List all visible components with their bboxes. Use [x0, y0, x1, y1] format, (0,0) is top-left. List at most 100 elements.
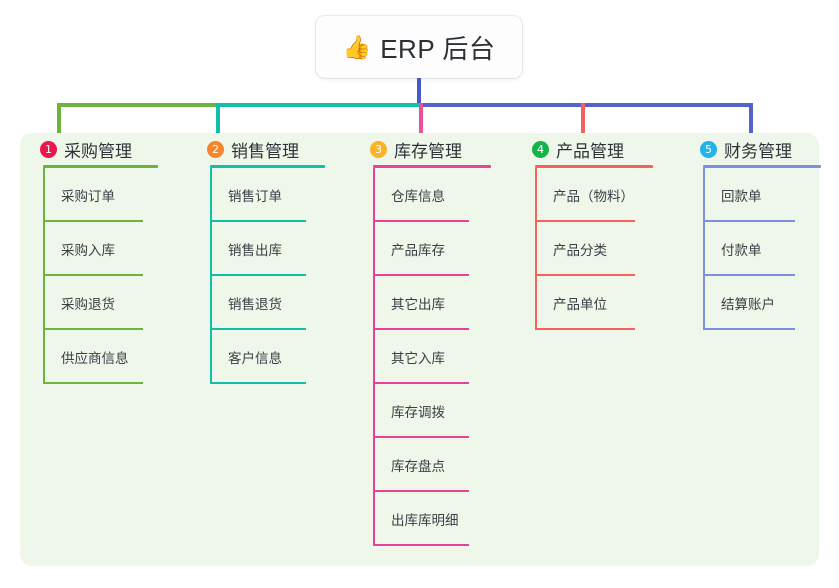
list-item-label: 产品（物料） [553, 189, 634, 204]
list-item[interactable]: 供应商信息 [30, 330, 158, 384]
column-title: 采购管理 [64, 141, 132, 161]
column-header-rule [210, 165, 325, 168]
list-item-rule [703, 328, 795, 330]
list-item-label: 库存调拨 [391, 405, 445, 420]
column-财务管理: 5 财务管理回款单付款单结算账户 [690, 133, 821, 330]
column-header-rule [43, 165, 158, 168]
list-item-rule [535, 328, 635, 330]
list-item[interactable]: 产品单位 [522, 276, 653, 330]
list-item[interactable]: 采购入库 [30, 222, 158, 276]
list-item[interactable]: 仓库信息 [360, 168, 491, 222]
column-header-3[interactable]: 3 库存管理 [360, 133, 491, 165]
list-item[interactable]: 其它入库 [360, 330, 491, 384]
list-item[interactable]: 采购退货 [30, 276, 158, 330]
list-item[interactable]: 销售出库 [197, 222, 325, 276]
column-spine [535, 168, 537, 330]
column-库存管理: 3 库存管理仓库信息产品库存其它出库其它入库库存调拨库存盘点出库库明细 [360, 133, 491, 546]
list-item-rule [373, 220, 469, 222]
column-title: 销售管理 [231, 141, 299, 161]
list-item-label: 仓库信息 [391, 189, 445, 204]
list-item-label: 销售订单 [228, 189, 282, 204]
list-item[interactable]: 采购订单 [30, 168, 158, 222]
column-header-1[interactable]: 1 采购管理 [30, 133, 158, 165]
list-item[interactable]: 销售退货 [197, 276, 325, 330]
list-item[interactable]: 结算账户 [690, 276, 821, 330]
connector-drop-4 [581, 103, 585, 147]
column-header-2[interactable]: 2 销售管理 [197, 133, 325, 165]
column-number-badge: 1 [40, 140, 57, 158]
list-item-label: 销售出库 [228, 243, 282, 258]
list-item-label: 结算账户 [721, 297, 775, 312]
connector-drop-1 [57, 103, 61, 147]
column-产品管理: 4 产品管理产品（物料） 产品分类产品单位 [522, 133, 653, 330]
connector-corner-right [741, 103, 753, 107]
list-item-label: 销售退货 [228, 297, 282, 312]
column-spine [43, 168, 45, 384]
connector-bar-green [57, 103, 218, 107]
column-title: 库存管理 [394, 141, 462, 161]
connector-bar-teal [216, 103, 421, 107]
column-采购管理: 1 采购管理采购订单采购入库采购退货供应商信息 [30, 133, 158, 384]
list-item-rule [535, 274, 635, 276]
root-node-title: ERP 后台 [380, 33, 496, 64]
list-item-label: 回款单 [721, 189, 762, 204]
list-item-rule [210, 328, 306, 330]
column-spine [210, 168, 212, 384]
list-item-rule [373, 490, 469, 492]
list-item-label: 出库库明细 [391, 513, 459, 528]
column-number-badge: 5 [700, 140, 717, 158]
list-item[interactable]: 产品（物料） [522, 168, 653, 222]
list-item-label: 采购退货 [61, 297, 115, 312]
list-item[interactable]: 客户信息 [197, 330, 325, 384]
list-item-rule [43, 220, 143, 222]
list-item-rule [210, 220, 306, 222]
list-item-rule [373, 274, 469, 276]
column-销售管理: 2 销售管理销售订单销售出库销售退货客户信息 [197, 133, 325, 384]
column-item-list: 产品（物料） 产品分类产品单位 [522, 168, 653, 330]
list-item-rule [535, 220, 635, 222]
root-node-content: 👍 ERP 后台 [343, 29, 496, 66]
list-item-label: 其它出库 [391, 297, 445, 312]
list-item-label: 供应商信息 [61, 351, 129, 366]
column-header-5[interactable]: 5 财务管理 [690, 133, 821, 165]
list-item[interactable]: 销售订单 [197, 168, 325, 222]
column-item-list: 采购订单采购入库采购退货供应商信息 [30, 168, 158, 384]
list-item-label: 客户信息 [228, 351, 282, 366]
list-item[interactable]: 库存调拨 [360, 384, 491, 438]
list-item[interactable]: 产品库存 [360, 222, 491, 276]
column-title: 产品管理 [556, 141, 624, 161]
column-spine [373, 168, 375, 546]
column-number-badge: 2 [207, 140, 224, 158]
column-title: 财务管理 [724, 141, 792, 161]
column-header-4[interactable]: 4 产品管理 [522, 133, 653, 165]
list-item-rule [373, 544, 469, 546]
column-number-badge: 3 [370, 140, 387, 158]
connector-stem-root [417, 78, 421, 105]
list-item-rule [373, 382, 469, 384]
column-header-rule [373, 165, 491, 168]
list-item-label: 产品单位 [553, 297, 607, 312]
connector-drop-5 [749, 103, 753, 147]
list-item[interactable]: 产品分类 [522, 222, 653, 276]
list-item[interactable]: 库存盘点 [360, 438, 491, 492]
list-item[interactable]: 回款单 [690, 168, 821, 222]
column-number-badge: 4 [532, 140, 549, 158]
list-item-label: 采购订单 [61, 189, 115, 204]
column-item-list: 销售订单销售出库销售退货客户信息 [197, 168, 325, 384]
root-node-card[interactable]: 👍 ERP 后台 [316, 16, 522, 78]
list-item[interactable]: 其它出库 [360, 276, 491, 330]
list-item-label: 库存盘点 [391, 459, 445, 474]
list-item[interactable]: 出库库明细 [360, 492, 491, 546]
list-item-label: 产品库存 [391, 243, 445, 258]
list-item-label: 采购入库 [61, 243, 115, 258]
column-item-list: 回款单付款单结算账户 [690, 168, 821, 330]
list-item-rule [703, 274, 795, 276]
list-item[interactable]: 付款单 [690, 222, 821, 276]
list-item-rule [43, 274, 143, 276]
list-item-label: 付款单 [721, 243, 762, 258]
list-item-rule [43, 328, 143, 330]
diagram-panel: 1 采购管理采购订单采购入库采购退货供应商信息 2 销售管理销售订单销售出库销售退货客… [20, 133, 821, 566]
list-item-rule [210, 382, 306, 384]
column-header-rule [535, 165, 653, 168]
column-spine [703, 168, 705, 330]
